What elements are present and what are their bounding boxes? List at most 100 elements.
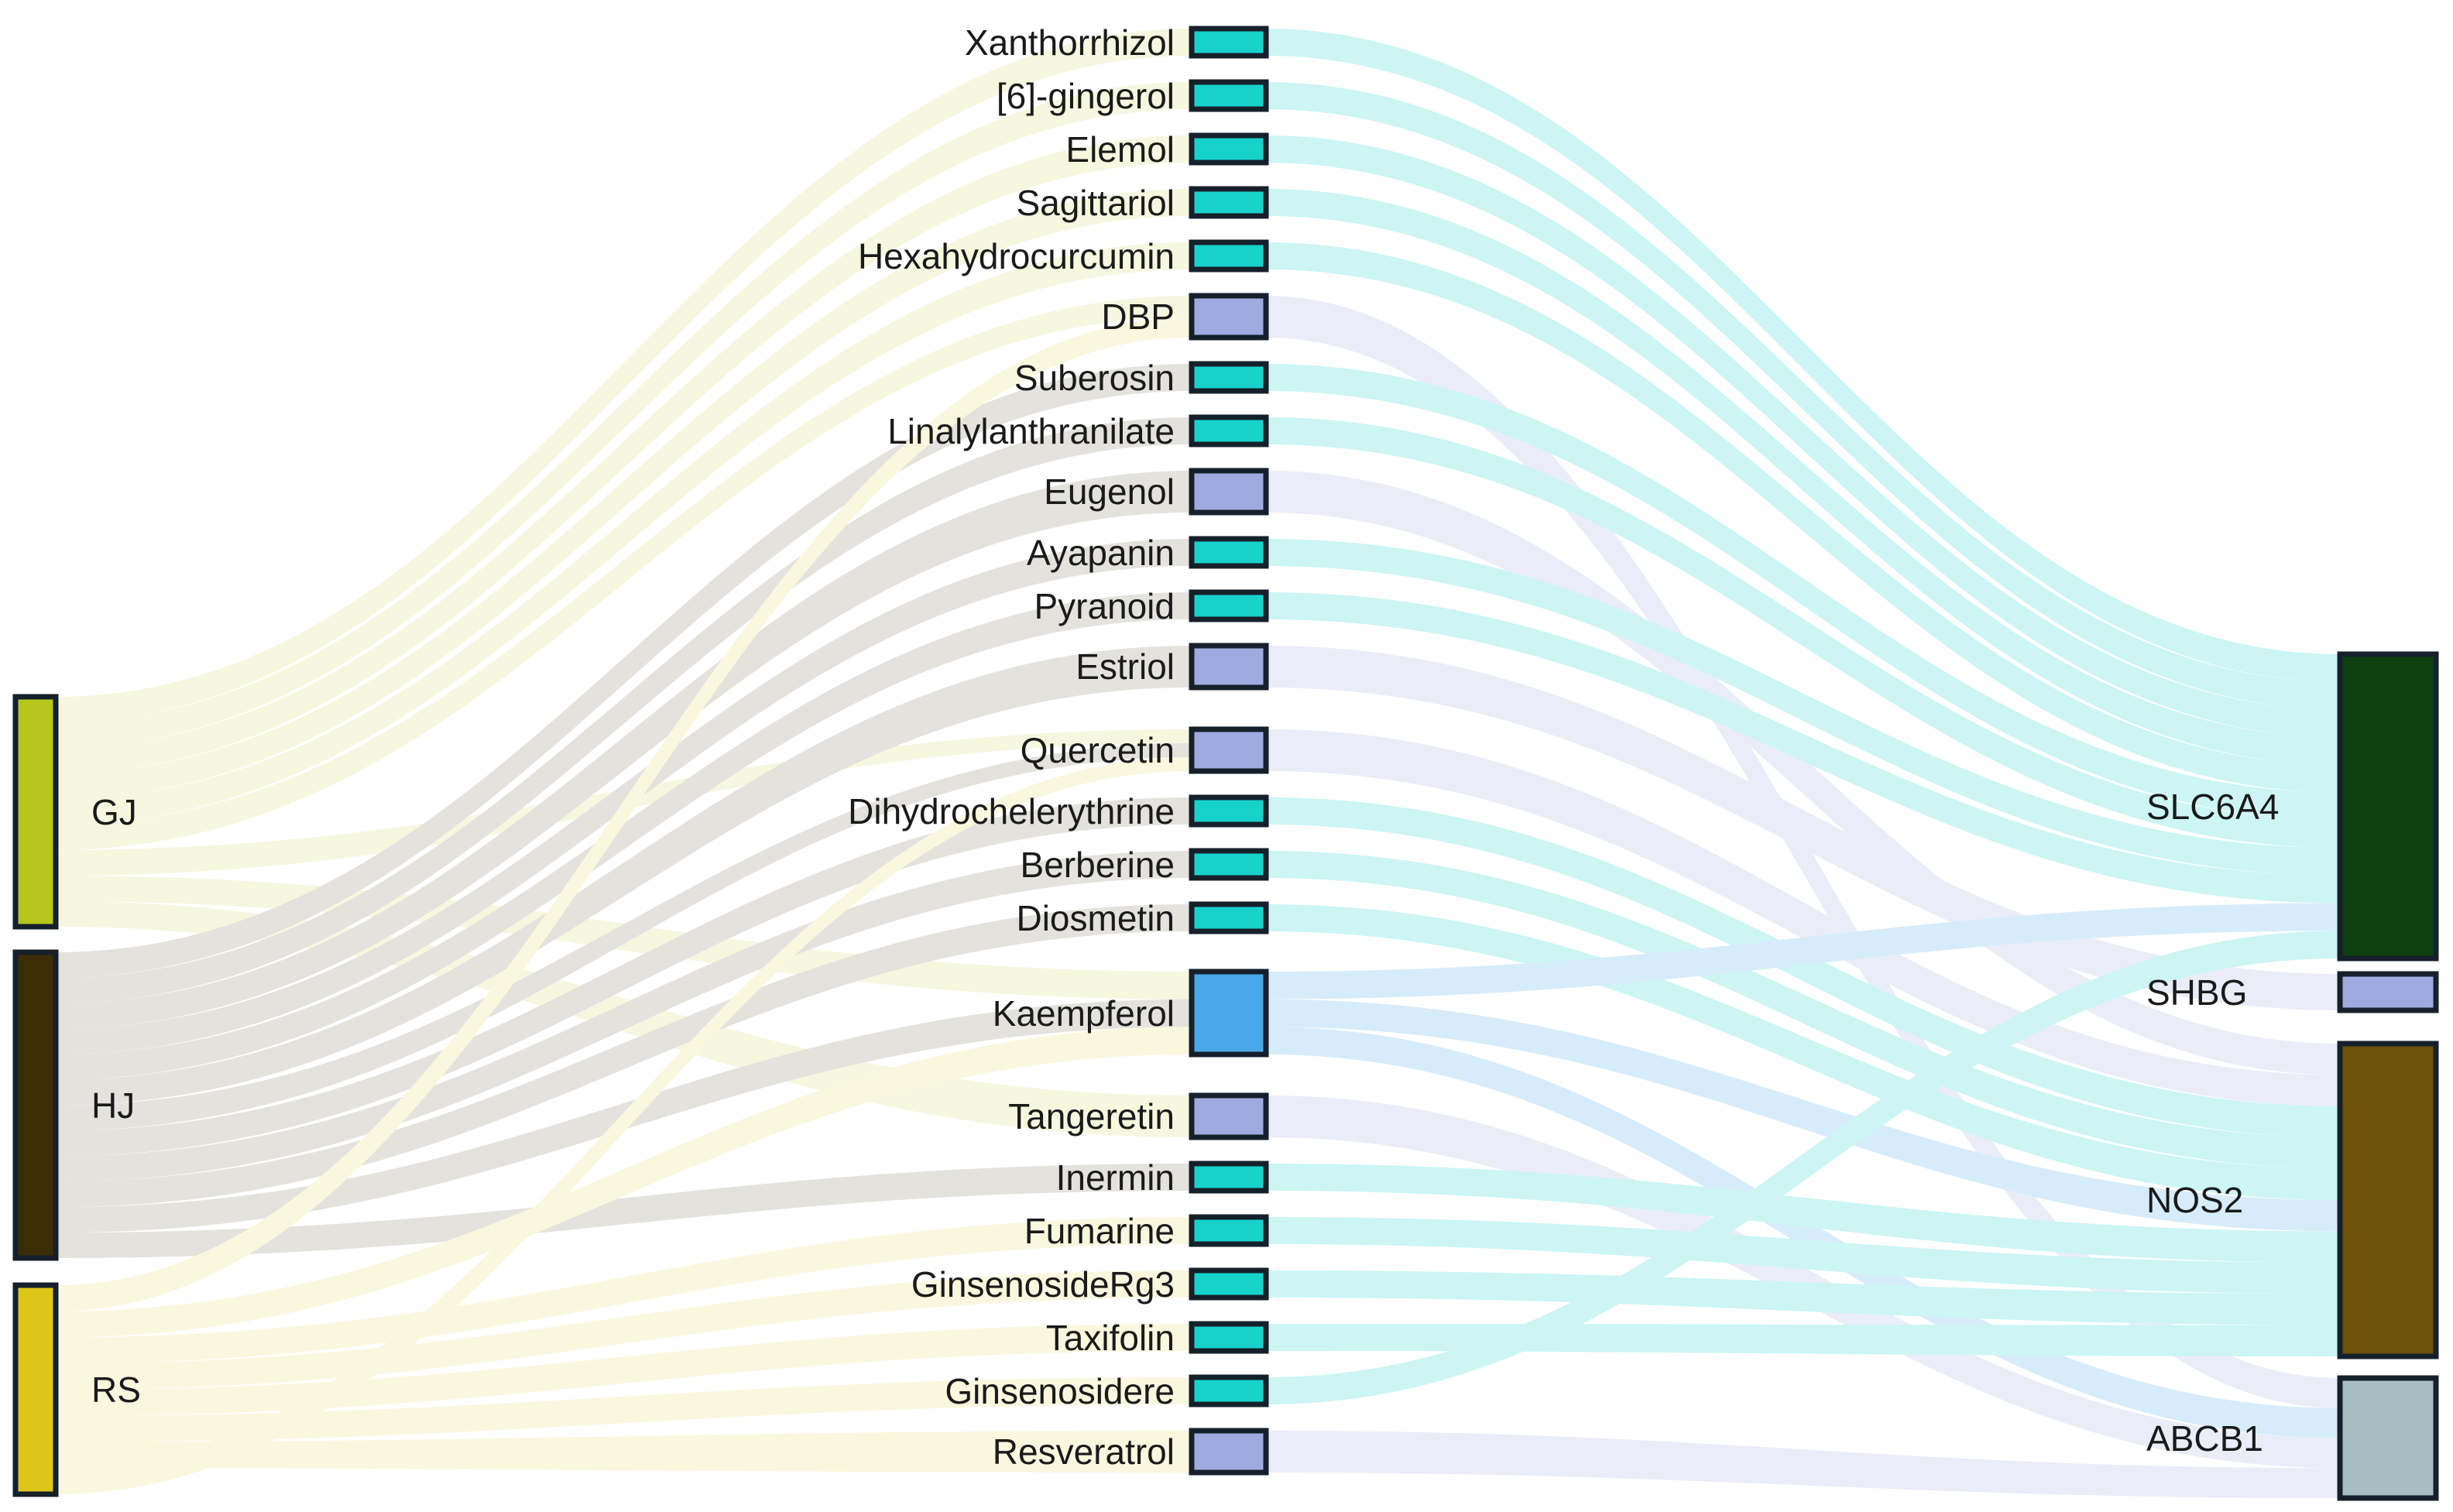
target-label-ABCB1: ABCB1: [2146, 1418, 2263, 1459]
compound-node-Diosmetin[interactable]: [1189, 901, 1269, 934]
compound-node-Ginsenosidere[interactable]: [1189, 1374, 1269, 1407]
sankey-link: [1266, 29, 2340, 682]
compound-label-Xanthorrhizol: Xanthorrhizol: [964, 22, 1175, 63]
sankey-link: [56, 471, 1192, 1029]
compound-label-Linalylanthranilate: Linalylanthranilate: [887, 410, 1175, 451]
compound-label-Berberine: Berberine: [1020, 844, 1175, 885]
sankey-link: [1266, 1217, 2340, 1294]
sankey-link: [1266, 592, 2340, 903]
sankey-link: [1266, 1095, 2340, 1469]
target-node-ABCB1[interactable]: [2337, 1375, 2439, 1501]
target-node-SLC6A4[interactable]: [2337, 651, 2439, 962]
compound-label-Fumarine: Fumarine: [1024, 1210, 1175, 1251]
sankey-link: [56, 317, 1192, 1311]
sankey-link: [56, 646, 1192, 1106]
sankey-link: [1266, 1164, 2340, 1263]
compound-node-Kaempferol[interactable]: [1189, 969, 1269, 1058]
sankey-link: [1266, 904, 2340, 1200]
compound-node-6-gingerol[interactable]: [1189, 79, 1269, 112]
herb-node-HJ[interactable]: [12, 949, 59, 1261]
sankey-link: [56, 743, 1192, 1131]
sankey-link: [56, 1217, 1192, 1364]
herb-node-RS[interactable]: [12, 1282, 59, 1497]
compound-label-Estriol: Estriol: [1076, 646, 1175, 687]
node-layer: [12, 26, 2439, 1501]
compound-node-Taxifolin[interactable]: [1189, 1321, 1269, 1354]
compound-node-Linalylanthranilate[interactable]: [1189, 414, 1269, 447]
compound-node-Quercetin[interactable]: [1189, 726, 1269, 774]
sankey-link: [56, 904, 1192, 1208]
compound-label-Resveratrol: Resveratrol: [992, 1431, 1175, 1472]
compound-node-Tangeretin[interactable]: [1189, 1092, 1269, 1140]
target-node-SHBG[interactable]: [2337, 971, 2439, 1013]
compound-label-Eugenol: Eugenol: [1044, 471, 1175, 512]
compound-node-Inermin[interactable]: [1189, 1161, 1269, 1194]
target-label-SHBG: SHBG: [2146, 972, 2248, 1013]
compound-node-Berberine[interactable]: [1189, 848, 1269, 881]
sankey-link: [1266, 539, 2340, 876]
compound-label-Diosmetin: Diosmetin: [1016, 897, 1175, 938]
compound-node-Fumarine[interactable]: [1189, 1214, 1269, 1247]
sankey-link: [56, 135, 1192, 773]
sankey-link: [1266, 903, 2340, 999]
sankey-link: [1266, 242, 2340, 793]
compound-node-Ayapanin[interactable]: [1189, 536, 1269, 569]
compound-label-Taxifolin: Taxifolin: [1045, 1317, 1175, 1358]
sankey-link: [56, 1270, 1192, 1390]
compound-node-Dihydrochelerythrine[interactable]: [1189, 794, 1269, 828]
sankey-link: [56, 851, 1192, 1182]
compound-node-GinsenosideRg3[interactable]: [1189, 1267, 1269, 1301]
herb-label-HJ: HJ: [91, 1085, 136, 1126]
sankey-link: [56, 539, 1192, 1054]
compound-node-Xanthorrhizol[interactable]: [1189, 26, 1269, 59]
compound-node-Estriol[interactable]: [1189, 643, 1269, 691]
sankey-link: [56, 797, 1192, 1157]
sankey-link: [1266, 1431, 2340, 1498]
sankey-link: [1266, 851, 2340, 1169]
compound-node-Suberosin[interactable]: [1189, 361, 1269, 394]
sankey-link: [56, 29, 1192, 722]
sankey-link: [1266, 364, 2340, 821]
sankey-link: [56, 1431, 1192, 1473]
sankey-link: [1266, 1270, 2340, 1325]
sankey-link: [1266, 135, 2340, 738]
compound-label-Inermin: Inermin: [1055, 1157, 1175, 1198]
herb-label-RS: RS: [91, 1370, 141, 1410]
compound-label-DBP: DBP: [1101, 297, 1175, 337]
compound-node-Elemol[interactable]: [1189, 132, 1269, 166]
compound-node-Eugenol[interactable]: [1189, 468, 1269, 516]
sankey-link: [56, 1027, 1192, 1338]
sankey-link: [56, 1164, 1192, 1258]
compound-label-Elemol: Elemol: [1065, 129, 1175, 170]
compound-node-Hexahydrocurcumin[interactable]: [1189, 239, 1269, 273]
sankey-link: [1266, 931, 2340, 1404]
compound-label-Dihydrochelerythrine: Dihydrochelerythrine: [848, 790, 1175, 831]
compound-node-DBP[interactable]: [1189, 293, 1269, 341]
compound-node-Sagittariol[interactable]: [1189, 186, 1269, 219]
compound-label-Ginsenosidere: Ginsenosidere: [945, 1370, 1175, 1411]
compound-node-Pyranoid[interactable]: [1189, 589, 1269, 622]
compound-label-Sagittariol: Sagittariol: [1016, 182, 1175, 223]
sankey-link: [56, 417, 1192, 1003]
target-node-NOS2[interactable]: [2337, 1041, 2439, 1359]
sankey-link: [1266, 729, 2340, 1106]
compound-node-Resveratrol[interactable]: [1189, 1428, 1269, 1476]
herb-node-GJ[interactable]: [12, 694, 59, 930]
compound-label-Kaempferol: Kaempferol: [992, 993, 1175, 1034]
sankey-link: [1266, 417, 2340, 849]
sankey-link: [56, 1377, 1192, 1442]
sankey-link: [1266, 296, 2340, 1408]
compound-label-Pyranoid: Pyranoid: [1034, 585, 1175, 626]
sankey-link: [1266, 189, 2340, 765]
compound-label-GinsenosideRg3: GinsenosideRg3: [911, 1263, 1175, 1305]
compound-label-Quercetin: Quercetin: [1020, 730, 1175, 770]
target-label-NOS2: NOS2: [2146, 1180, 2244, 1220]
compound-label-6-gingerol: [6]-gingerol: [996, 75, 1175, 116]
sankey-link: [1266, 797, 2340, 1138]
sankey-link: [1266, 471, 2340, 1075]
compound-label-Tangeretin: Tangeretin: [1008, 1096, 1175, 1137]
sankey-link: [1266, 82, 2340, 710]
sankey-link: [56, 242, 1192, 825]
